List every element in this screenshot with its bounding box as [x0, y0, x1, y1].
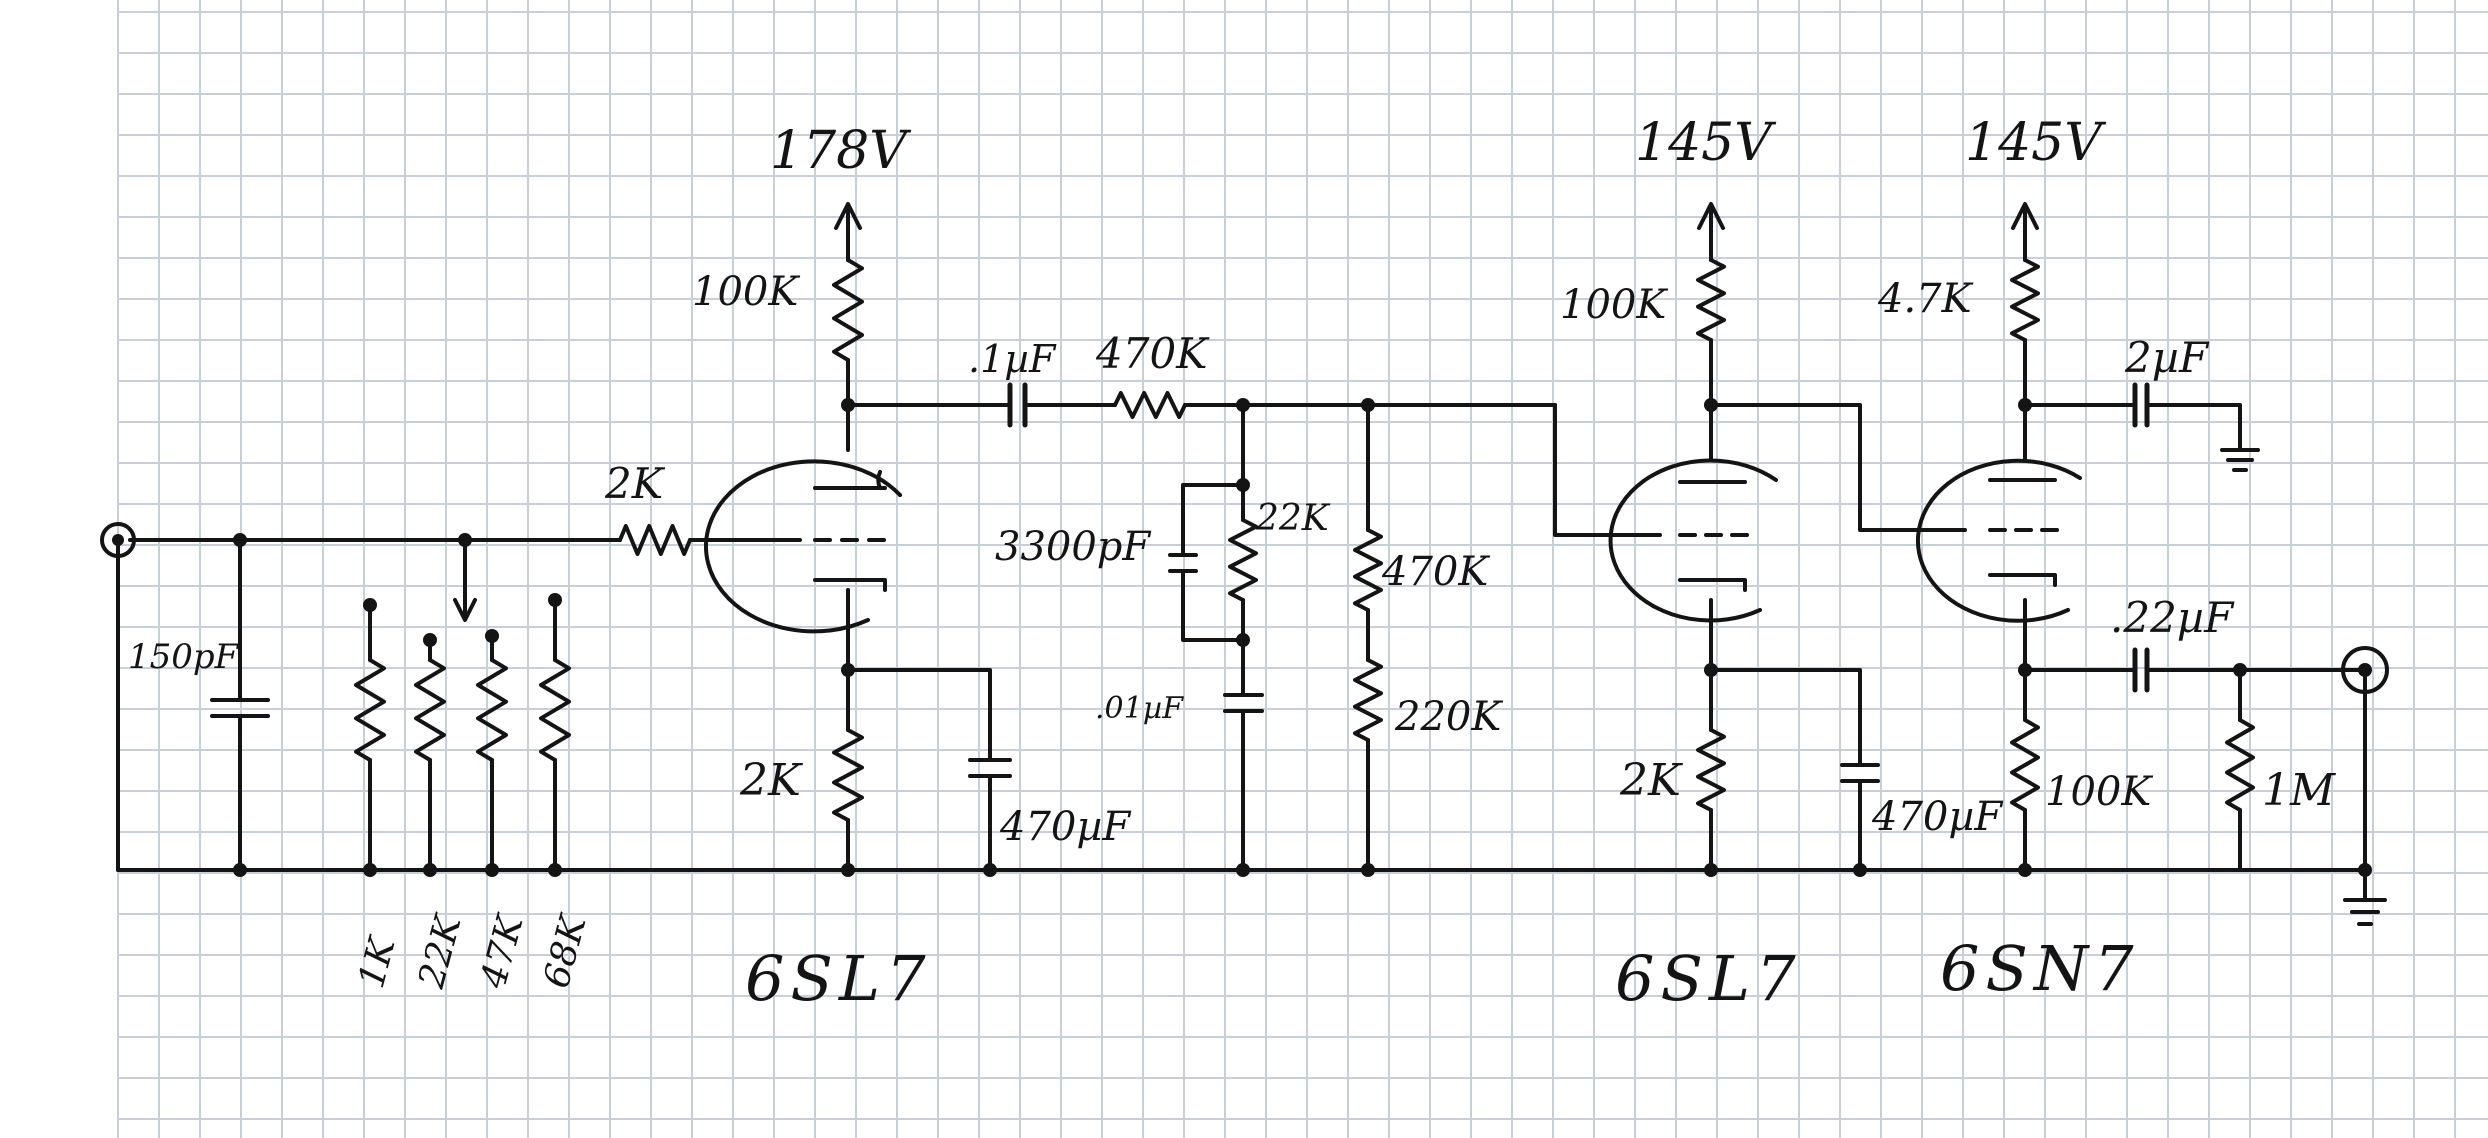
supply-arrow-stage1 — [834, 202, 862, 230]
interstage-shunt-cap-b-label: .01µF — [1095, 691, 1184, 726]
selector-resistor-68k — [539, 658, 571, 762]
component-labels: 178V 145V 145V 100K .1µF 470K 2K 150pF 3… — [128, 113, 2336, 1015]
stage3-bypass-cap-label: 2µF — [2124, 333, 2210, 382]
input-cap-label: 150pF — [128, 637, 240, 677]
junction-dot — [548, 863, 562, 877]
interstage-series-resistor-label: 470K — [1095, 329, 1210, 378]
junction-dot — [841, 663, 855, 677]
stage3-cathode-resistor — [2010, 718, 2040, 812]
junction-dot — [841, 398, 855, 412]
interstage-shunt-resistor-a — [1228, 518, 1258, 602]
stage3-output-resistor — [2225, 718, 2255, 812]
stage2-cathode-resistor — [1696, 728, 1726, 812]
stage1-cathode-resistor-label: 2K — [739, 755, 803, 806]
stage2-plate-resistor — [1696, 258, 1726, 342]
junction-dot — [1361, 398, 1375, 412]
selector-resistor-47k — [476, 658, 508, 762]
junction-dot — [1236, 478, 1250, 492]
junction-dot — [1704, 663, 1718, 677]
junction-dot — [458, 533, 472, 547]
junction-dot — [2018, 663, 2032, 677]
divider-upper-resistor — [1353, 528, 1383, 612]
stage3-plate-resistor-label: 4.7K — [1877, 276, 1974, 322]
junction-dot — [1361, 863, 1375, 877]
coupling-cap-label: .1µF — [968, 337, 1057, 381]
supply-label-stage2: 145V — [1635, 113, 1776, 173]
junction-dot — [548, 593, 562, 607]
supply-arrow-stage2 — [1697, 202, 1725, 230]
coupling-cap-plates — [1007, 382, 2150, 693]
divider-lower-label: 220K — [1394, 694, 1503, 740]
junction-dot — [2018, 398, 2032, 412]
junction-dot — [1704, 398, 1718, 412]
junction-dot — [1236, 863, 1250, 877]
resistor-symbols — [354, 258, 2255, 822]
junction-dot — [485, 863, 499, 877]
tube-stage2 — [1608, 458, 1778, 623]
junction-dot — [2233, 663, 2247, 677]
ground-symbol-bypass — [2220, 438, 2260, 472]
stage2-cathode-cap-label: 470µF — [1871, 794, 2003, 840]
input-series-resistor — [618, 524, 692, 556]
junction-dot — [841, 863, 855, 877]
connectors[interactable] — [100, 522, 2389, 694]
stage1-plate-resistor — [832, 258, 864, 362]
supply-label-stage3: 145V — [1965, 113, 2106, 173]
output-jack[interactable] — [2341, 646, 2389, 694]
tube-label-stage3: 6SN7 — [1940, 932, 2140, 1005]
output-cap-stage3 — [2132, 647, 2150, 693]
junction-dot — [2358, 863, 2372, 877]
input-cap-wire — [210, 538, 270, 872]
stage1-plate-resistor-label: 100K — [692, 269, 800, 315]
supply-arrows — [834, 202, 2039, 230]
stage3-output-resistor-label: 1M — [2262, 765, 2336, 816]
tube-label-stage1: 6SL7 — [745, 942, 932, 1015]
junction-dot — [485, 629, 499, 643]
ground-symbol-output — [2343, 868, 2387, 926]
graph-paper-grid — [117, 0, 2488, 1138]
junction-dot — [2018, 863, 2032, 877]
junction-dot — [1704, 863, 1718, 877]
junction-dot — [363, 598, 377, 612]
junction-dot — [363, 863, 377, 877]
tube-label-stage2: 6SL7 — [1615, 942, 1802, 1015]
supply-label-stage1: 178V — [770, 121, 911, 181]
interstage-series-resistor — [1113, 391, 1187, 419]
junction-dot — [1236, 633, 1250, 647]
stage2-cathode-resistor-label: 2K — [1619, 755, 1683, 806]
stage3-output-cap-label: .22µF — [2110, 593, 2235, 642]
junction-dot — [233, 533, 247, 547]
junction-dot — [1236, 398, 1250, 412]
supply-arrow-stage3 — [2011, 202, 2039, 230]
interstage-shunt-resistor-a-label: 22K — [1255, 498, 1331, 539]
junction-dot — [1853, 863, 1867, 877]
stage2-plate-resistor-label: 100K — [1560, 282, 1668, 328]
junction-dots — [233, 398, 2372, 877]
stage1-cathode-cap-label: 470µF — [999, 804, 1131, 850]
input-series-resistor-label: 2K — [604, 459, 666, 508]
junction-dot — [423, 863, 437, 877]
vacuum-tubes — [704, 458, 2082, 634]
tube-stage3 — [1916, 458, 2082, 623]
stage1-cathode-resistor — [832, 728, 864, 822]
bypass-cap-stage3 — [2132, 382, 2150, 428]
junction-dot — [983, 863, 997, 877]
coupling-cap-stage1 — [1007, 382, 1028, 428]
divider-upper-label: 470K — [1381, 549, 1490, 595]
selector-resistor-22k — [414, 658, 446, 762]
stage3-cathode-resistor-label: 100K — [2045, 769, 2153, 815]
junction-dot — [233, 863, 247, 877]
selector-resistor-1k — [354, 658, 386, 762]
tube-stage1 — [704, 459, 902, 634]
input-jack[interactable] — [100, 522, 136, 558]
divider-lower-resistor — [1353, 658, 1383, 742]
interstage-shunt-cap-a-label: 3300pF — [995, 524, 1151, 570]
junction-dot — [423, 633, 437, 647]
stage3-plate-resistor — [2010, 258, 2040, 342]
